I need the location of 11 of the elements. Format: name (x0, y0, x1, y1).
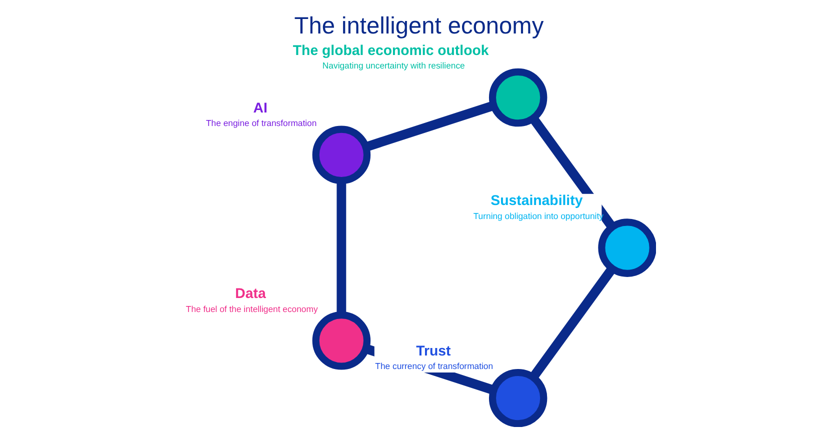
node-label: Navigating uncertainty with resilience (322, 60, 465, 71)
node-label: The fuel of the intelligent economy (186, 304, 318, 314)
node-circle (312, 126, 371, 184)
connector (336, 180, 346, 315)
diagram-title: The intelligent economy (294, 13, 544, 40)
connector (529, 266, 616, 380)
node-circle (488, 68, 548, 127)
node-label: Data (235, 286, 266, 302)
node-label: AI (253, 100, 268, 116)
node-label: The global economic outlook (292, 42, 489, 59)
node-label: The engine of transformation (206, 118, 317, 128)
